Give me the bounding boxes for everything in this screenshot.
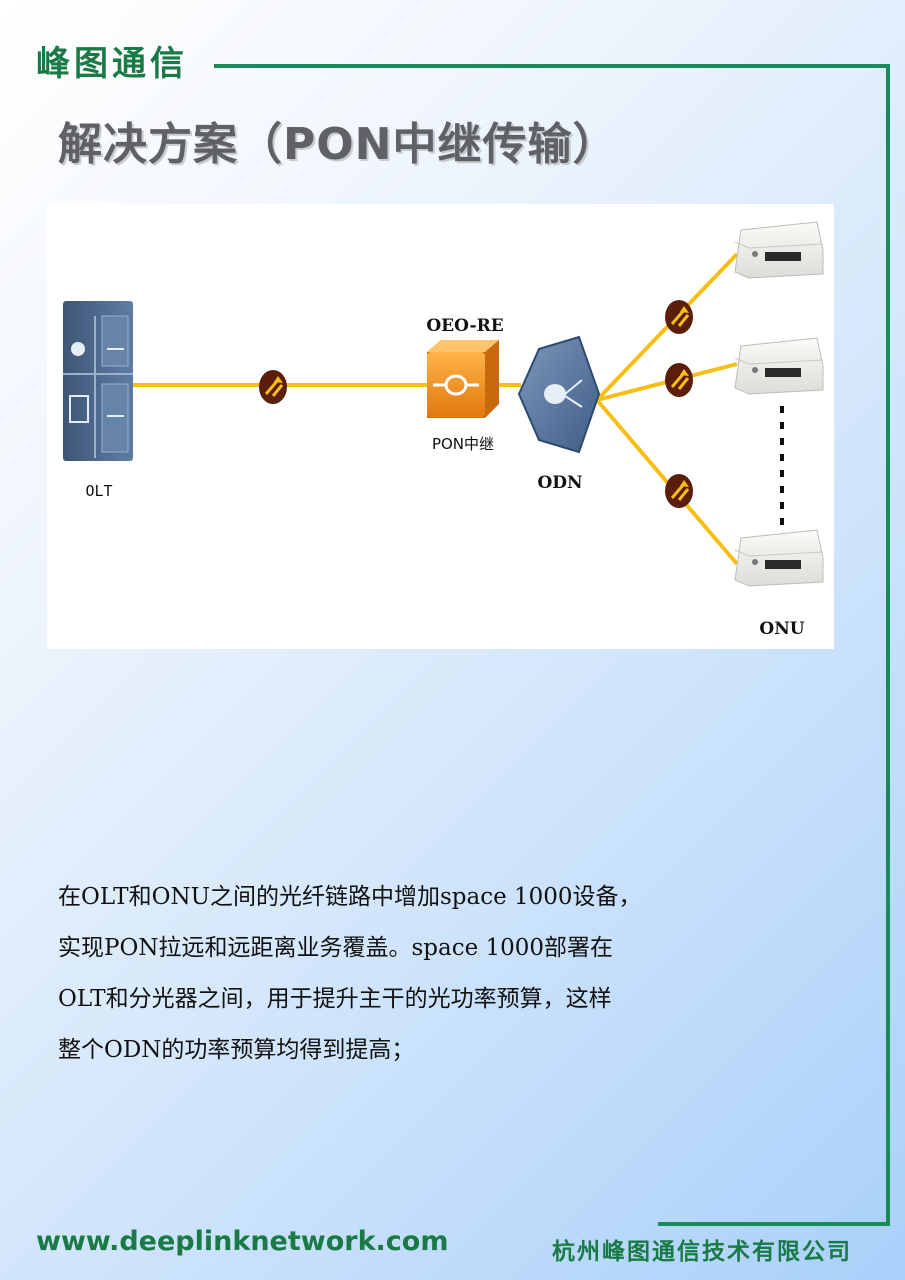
brand-title: 峰图通信 — [36, 44, 188, 84]
repeater-title: OEO-RE — [426, 316, 503, 336]
odn-splitter-icon — [517, 335, 601, 454]
olt-label: OLT — [85, 482, 112, 500]
company-name: 杭州峰图通信技术有限公司 — [552, 1238, 852, 1265]
description-text: 在OLT和ONU之间的光纤链路中增加space 1000设备， 实现PON拉远和… — [58, 872, 718, 1076]
description-line: OLT和分光器之间，用于提升主干的光功率预算，这样 — [58, 986, 612, 1012]
description-line: 整个ODN的功率预算均得到提高； — [58, 1037, 415, 1063]
odn-label: ODN — [537, 473, 582, 493]
network-diagram: OLT OEO-RE PON中继 ODN ONU — [47, 204, 834, 649]
description-line: 在OLT和ONU之间的光纤链路中增加space 1000设备， — [58, 884, 642, 910]
frame-line-right — [886, 64, 890, 1226]
repeater-device-icon — [427, 340, 499, 418]
onu-device-icon — [734, 529, 824, 587]
website-url: www.deeplinknetwork.com — [36, 1226, 449, 1257]
olt-device-icon — [63, 301, 133, 461]
onu-label: ONU — [759, 619, 804, 639]
page-title: 解决方案（PON中继传输） — [58, 119, 618, 170]
signal-marker-icon — [257, 368, 289, 406]
frame-line-bottom — [658, 1222, 890, 1226]
onu-device-icon — [734, 221, 824, 279]
frame-line-top — [214, 64, 890, 68]
signal-marker-icon — [663, 472, 695, 510]
description-line: 实现PON拉远和远距离业务覆盖。space 1000部署在 — [58, 935, 614, 961]
repeater-label: PON中继 — [432, 435, 494, 453]
signal-marker-icon — [663, 361, 695, 399]
onu-device-icon — [734, 337, 824, 395]
signal-marker-icon — [663, 298, 695, 336]
